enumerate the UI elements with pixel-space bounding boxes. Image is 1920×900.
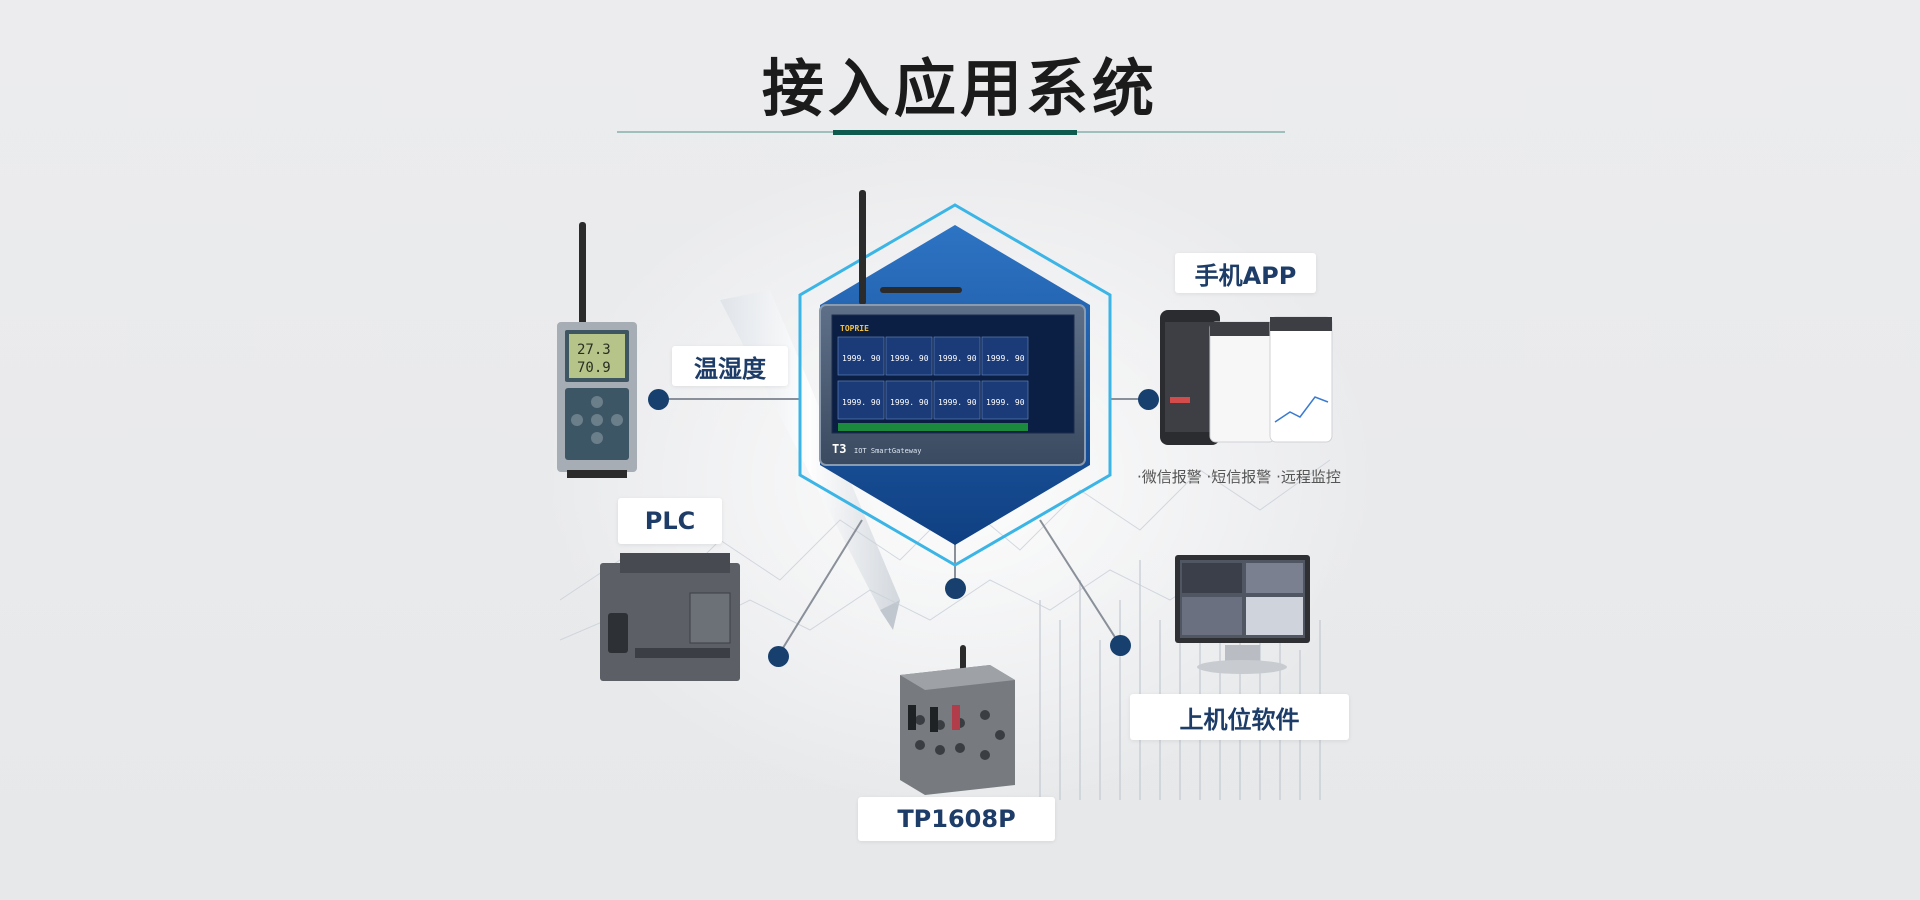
svg-text:1999. 90: 1999. 90 (890, 354, 929, 363)
pc-monitor (1175, 555, 1310, 674)
svg-text:1999. 90: 1999. 90 (842, 398, 881, 407)
label-pc-software: 上机位软件 (1130, 694, 1349, 740)
title-underline-accent (833, 130, 1077, 135)
label-plc: PLC (618, 498, 722, 544)
antenna-icon (859, 190, 866, 305)
tp1608p-device (900, 645, 1015, 795)
label-temp-humidity: 温湿度 (672, 346, 788, 386)
gateway-hexagon: TOPRIE 1999. 90 1999. 90 1999. 90 1999. … (798, 190, 1112, 567)
antenna-icon (880, 287, 962, 293)
dot-mobile-app (1138, 389, 1159, 410)
svg-text:1999. 90: 1999. 90 (890, 398, 929, 407)
svg-text:1999. 90: 1999. 90 (938, 398, 977, 407)
label-mobile-app: 手机APP (1175, 253, 1316, 293)
svg-text:27.3: 27.3 (577, 342, 611, 358)
svg-text:1999. 90: 1999. 90 (986, 398, 1025, 407)
svg-text:1999. 90: 1999. 90 (938, 354, 977, 363)
dot-plc (768, 646, 789, 667)
svg-text:1999. 90: 1999. 90 (986, 354, 1025, 363)
label-tp1608p: TP1608P (858, 797, 1055, 841)
svg-text:IOT SmartGateway: IOT SmartGateway (854, 447, 921, 455)
app-feature-caption: ·微信报警 ·短信报警 ·远程监控 (1137, 468, 1341, 486)
dot-gateway-bottom (945, 578, 966, 599)
svg-text:1999. 90: 1999. 90 (842, 354, 881, 363)
svg-text:TOPRIE: TOPRIE (840, 324, 869, 333)
dot-temp-humidity (648, 389, 669, 410)
antenna-icon (579, 222, 586, 327)
temp-humidity-sensor: 27.3 70.9 (557, 222, 637, 478)
svg-text:T3: T3 (832, 442, 846, 456)
svg-text:70.9: 70.9 (577, 360, 611, 376)
plc-device (600, 553, 740, 681)
mobile-app-phones (1160, 310, 1333, 445)
page-title: 接入应用系统 (761, 52, 1158, 125)
dot-pc-software (1110, 635, 1131, 656)
